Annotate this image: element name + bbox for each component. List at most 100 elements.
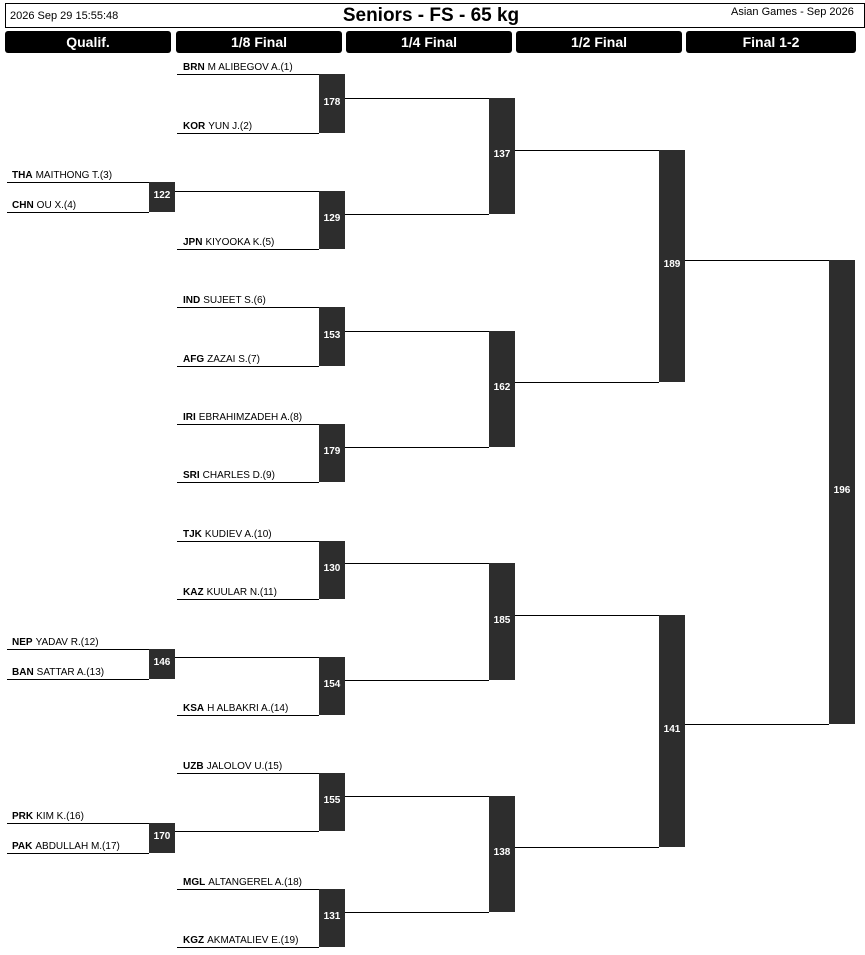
match-number: 153 [323, 329, 341, 341]
wrestler-name: ABDULLAH M.(17) [35, 841, 120, 852]
bracket-line [177, 249, 319, 250]
match-box: 138 [489, 796, 515, 912]
round-header-final: Final 1-2 [686, 31, 856, 53]
round-header-1-4: 1/4 Final [346, 31, 512, 53]
country-code: BAN [12, 667, 34, 678]
bracket-line [7, 823, 149, 824]
country-code: JPN [183, 237, 203, 248]
match-box: 129 [319, 191, 345, 249]
wrestler-name: MAITHONG T.(3) [35, 170, 113, 181]
wrestler-name: H ALBAKRI A.(14) [207, 703, 289, 714]
match-box: 146 [149, 649, 175, 679]
bracket-line [515, 615, 659, 616]
match-number: 137 [493, 149, 511, 160]
match-box: 178 [319, 74, 345, 133]
bracket-line [345, 912, 489, 913]
bracket-line [177, 482, 319, 483]
wrestler-name: ALTANGEREL A.(18) [208, 877, 302, 888]
wrestler-name: CHARLES D.(9) [202, 470, 275, 481]
match-box: 154 [319, 657, 345, 715]
wrestler-name: AKMATALIEV E.(19) [207, 935, 299, 946]
wrestler-name: KIM K.(16) [36, 811, 84, 822]
bracket-line [177, 889, 319, 890]
match-box: 162 [489, 331, 515, 447]
wrestler-name: SATTAR A.(13) [36, 667, 105, 678]
match-number: 130 [323, 563, 341, 574]
bracket-line [515, 847, 659, 848]
match-number: 155 [323, 795, 341, 806]
bracket-line [7, 853, 149, 854]
match-number: 189 [663, 259, 681, 270]
bracket-line [177, 773, 319, 774]
print-datetime: 2026 Sep 29 15:55:48 [10, 10, 119, 22]
bracket-line [345, 331, 489, 332]
bracket-line [175, 831, 319, 832]
wrestler-name: YADAV R.(12) [35, 637, 99, 648]
country-code: THA [12, 170, 33, 181]
bracket-line [177, 947, 319, 948]
match-box: 179 [319, 424, 345, 482]
match-number: 131 [323, 911, 341, 922]
wrestler-name: M ALIBEGOV A.(1) [207, 62, 293, 73]
match-box: 141 [659, 615, 685, 847]
wrestler-name: SUJEET S.(6) [203, 295, 266, 306]
country-code: KGZ [183, 935, 205, 946]
country-code: PRK [12, 811, 34, 822]
bracket-line [345, 680, 489, 681]
page-title: Seniors - FS - 65 kg [342, 5, 520, 26]
round-header-1-2: 1/2 Final [516, 31, 682, 53]
bracket-line [345, 98, 489, 99]
country-code: SRI [183, 470, 200, 481]
country-code: BRN [183, 62, 205, 73]
match-number: 179 [323, 446, 341, 457]
match-box: 130 [319, 541, 345, 599]
match-number: 196 [833, 485, 851, 496]
match-box: 122 [149, 182, 175, 212]
bracket-line [7, 649, 149, 650]
country-code: CHN [12, 200, 34, 211]
country-code: AFG [183, 354, 205, 365]
bracket-line [345, 447, 489, 448]
wrestler-name: EBRAHIMZADEH A.(8) [198, 412, 303, 423]
bracket-line [177, 541, 319, 542]
match-box: 189 [659, 150, 685, 382]
country-code: IRI [183, 412, 196, 423]
round-header-1-8: 1/8 Final [176, 31, 342, 53]
match-box: 137 [489, 98, 515, 214]
match-number: 146 [153, 657, 171, 668]
wrestler-name: JALOLOV U.(15) [206, 761, 283, 772]
match-number: 162 [493, 382, 511, 393]
match-box: 170 [149, 823, 175, 853]
match-number: 122 [153, 190, 171, 201]
wrestler-name: OU X.(4) [36, 200, 77, 211]
bracket-line [177, 424, 319, 425]
match-number: 141 [663, 724, 681, 735]
country-code: MGL [183, 877, 206, 888]
match-number: 170 [153, 831, 171, 842]
bracket-line [177, 133, 319, 134]
country-code: IND [183, 295, 201, 306]
bracket-line [515, 382, 659, 383]
match-number: 129 [323, 213, 341, 224]
bracket-line [175, 191, 319, 192]
country-code: KSA [183, 703, 205, 714]
country-code: TJK [183, 529, 202, 540]
match-number: 154 [323, 679, 341, 690]
match-box: 196 [829, 260, 855, 724]
country-code: PAK [12, 841, 33, 852]
bracket-line [7, 212, 149, 213]
country-code: KAZ [183, 587, 204, 598]
